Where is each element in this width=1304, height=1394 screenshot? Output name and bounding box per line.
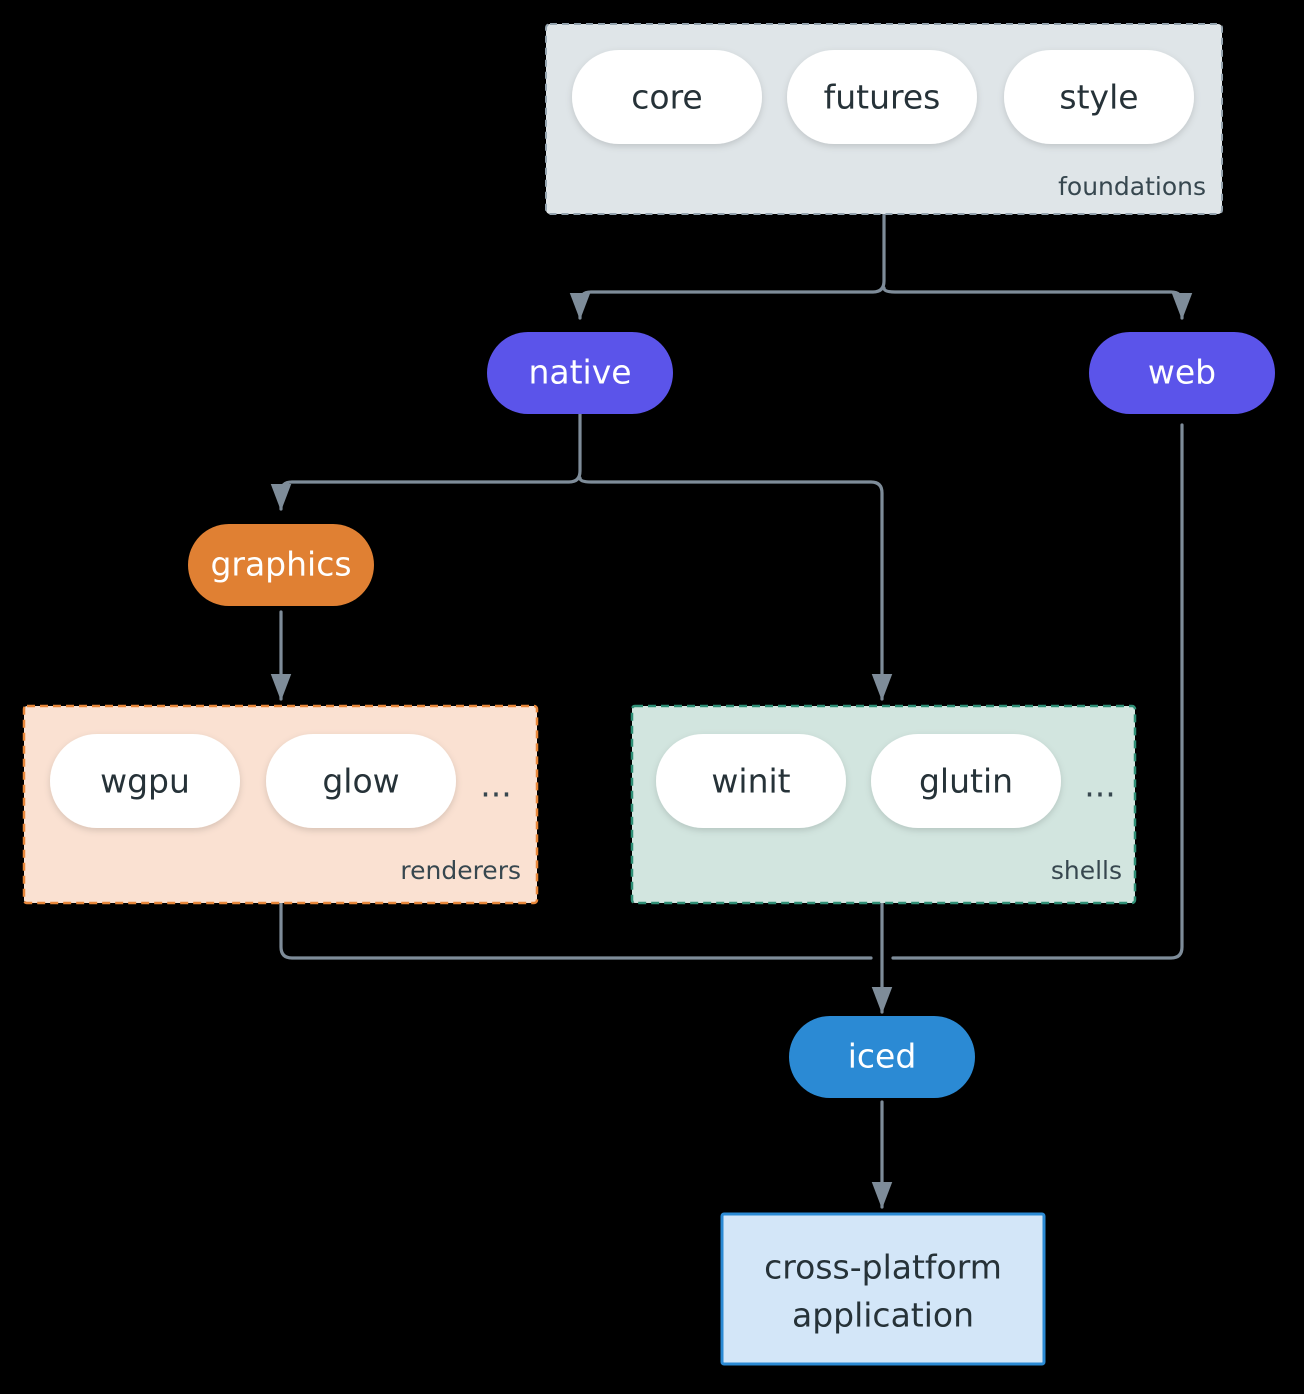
pill-core-shape [572,50,762,144]
node-native[interactable]: native [487,332,673,414]
edge-foundations-bus [569,212,886,320]
pill-futures-shape [787,50,977,144]
edge-web-to-iced [891,423,1184,960]
edge-layer [270,212,1193,1209]
group-shells-label: shells [1051,856,1122,885]
application-box-shape [720,1212,1046,1366]
node-graphics[interactable]: graphics [188,524,374,606]
edge-native-to-shells [578,476,893,701]
node-graphics-shape [188,524,374,606]
renderers-ellipsis-label: ... [480,766,511,805]
pill-futures[interactable]: futures [787,50,977,144]
node-native-label: native [528,353,631,392]
node-iced[interactable]: iced [789,1016,975,1098]
pill-core-label: core [631,78,702,117]
edge-renderers-to-iced [279,901,873,960]
group-renderers[interactable]: wgpu glow ... renderers [22,704,539,905]
pill-winit-label: winit [711,762,790,801]
pill-wgpu-label: wgpu [100,762,190,801]
application-box-line1: cross-platform [764,1248,1002,1287]
node-cross-platform-application[interactable]: cross-platform application [720,1212,1046,1366]
edge-native-to-graphics [270,412,582,511]
pill-core[interactable]: core [572,50,762,144]
pill-style[interactable]: style [1004,50,1194,144]
pill-glutin-label: glutin [919,762,1013,801]
node-web[interactable]: web [1089,332,1275,414]
edge-foundations-to-web [882,286,1193,320]
group-foundations[interactable]: core futures style foundations [545,23,1223,215]
pill-glutin[interactable]: glutin [871,734,1061,828]
group-renderers-label: renderers [400,856,521,885]
pill-style-shape [1004,50,1194,144]
pill-glow[interactable]: glow [266,734,456,828]
node-graphics-label: graphics [210,545,351,584]
pill-glutin-shape [871,734,1061,828]
node-web-label: web [1148,353,1216,392]
pill-winit[interactable]: winit [656,734,846,828]
node-web-shape [1089,332,1275,414]
application-box-line2: application [792,1296,974,1335]
group-foundations-label: foundations [1058,172,1206,201]
pill-style-label: style [1059,78,1138,117]
node-native-shape [487,332,673,414]
group-shells[interactable]: winit glutin ... shells [630,704,1137,905]
pill-glow-label: glow [322,762,399,801]
shells-ellipsis-label: ... [1084,766,1115,805]
node-iced-label: iced [848,1037,917,1076]
pill-wgpu[interactable]: wgpu [50,734,240,828]
pill-glow-shape [266,734,456,828]
pill-futures-label: futures [824,78,941,117]
pill-winit-shape [656,734,846,828]
pill-wgpu-shape [50,734,240,828]
node-iced-shape [789,1016,975,1098]
